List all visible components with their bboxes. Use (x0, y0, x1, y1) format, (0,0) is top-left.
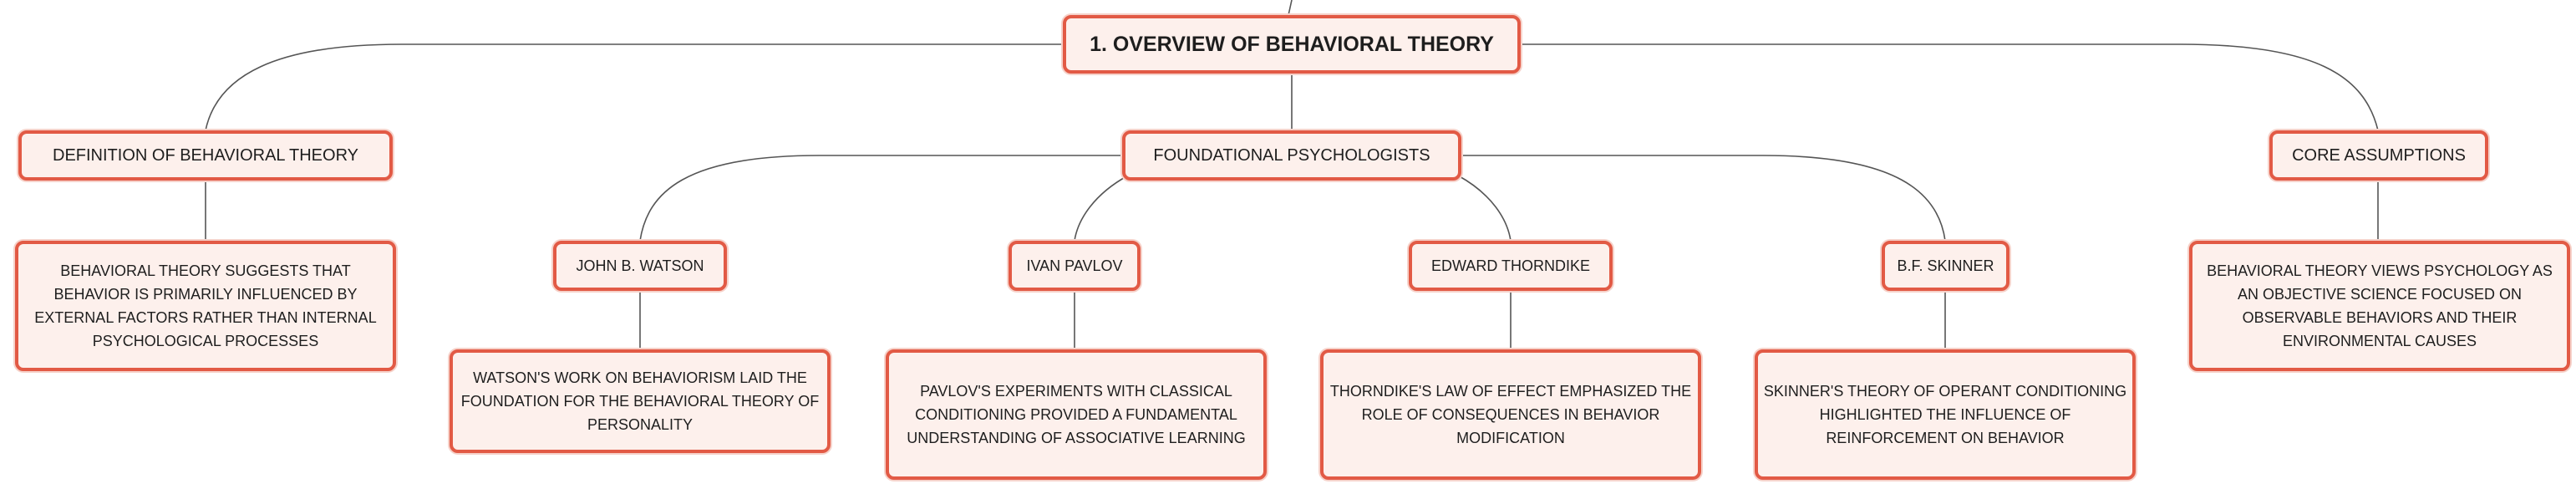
connector-foundational-thorndike (1457, 175, 1512, 242)
thorndike-description-text: THORNDIKE'S LAW OF EFFECT EMPHASIZED THE… (1329, 383, 1692, 446)
thorndike-description-node[interactable]: THORNDIKE'S LAW OF EFFECT EMPHASIZED THE… (1320, 349, 1701, 480)
root-node[interactable]: 1. OVERVIEW OF BEHAVIORAL THEORY (1063, 15, 1521, 74)
watson-label: JOHN B. WATSON (576, 257, 704, 274)
connector-root-definition (205, 43, 1063, 131)
definition-node-label: DEFINITION OF BEHAVIORAL THEORY (53, 145, 358, 165)
connector-foundational-pavlov (1074, 175, 1129, 242)
pavlov-label: IVAN PAVLOV (1026, 257, 1123, 274)
skinner-node[interactable]: B.F. SKINNER (1882, 241, 2009, 291)
thorndike-node[interactable]: EDWARD THORNDIKE (1409, 241, 1613, 291)
skinner-label: B.F. SKINNER (1897, 257, 1994, 274)
definition-node[interactable]: DEFINITION OF BEHAVIORAL THEORY (18, 130, 393, 181)
skinner-description-node[interactable]: SKINNER'S THEORY OF OPERANT CONDITIONING… (1755, 349, 2136, 480)
pavlov-node[interactable]: IVAN PAVLOV (1009, 241, 1141, 291)
core-assumptions-description-text: BEHAVIORAL THEORY VIEWS PSYCHOLOGY AS AN… (2207, 262, 2553, 349)
pavlov-description-node[interactable]: PAVLOV'S EXPERIMENTS WITH CLASSICAL COND… (886, 349, 1267, 480)
watson-node[interactable]: JOHN B. WATSON (553, 241, 727, 291)
connector-root-core (1521, 43, 2379, 131)
definition-description-text: BEHAVIORAL THEORY SUGGESTS THAT BEHAVIOR… (34, 262, 377, 349)
watson-description-node[interactable]: WATSON'S WORK ON BEHAVIORISM LAID THE FO… (450, 349, 831, 453)
watson-description-text: WATSON'S WORK ON BEHAVIORISM LAID THE FO… (460, 369, 820, 433)
core-assumptions-label: CORE ASSUMPTIONS (2292, 145, 2466, 165)
connector-foundational-watson (639, 155, 1122, 242)
root-node-label: 1. OVERVIEW OF BEHAVIORAL THEORY (1090, 32, 1494, 56)
pavlov-description-text: PAVLOV'S EXPERIMENTS WITH CLASSICAL COND… (907, 383, 1246, 446)
core-assumptions-description-node[interactable]: BEHAVIORAL THEORY VIEWS PSYCHOLOGY AS AN… (2189, 241, 2570, 371)
foundational-psychologists-node[interactable]: FOUNDATIONAL PSYCHOLOGISTS (1122, 130, 1461, 181)
definition-description-node[interactable]: BEHAVIORAL THEORY SUGGESTS THAT BEHAVIOR… (15, 241, 396, 371)
connector-parent (1288, 0, 1293, 16)
thorndike-label: EDWARD THORNDIKE (1430, 257, 1590, 274)
skinner-description-text: SKINNER'S THEORY OF OPERANT CONDITIONING… (1763, 383, 2127, 446)
core-assumptions-node[interactable]: CORE ASSUMPTIONS (2269, 130, 2488, 181)
connector-foundational-skinner (1461, 155, 1946, 242)
foundational-psychologists-label: FOUNDATIONAL PSYCHOLOGISTS (1153, 145, 1430, 165)
